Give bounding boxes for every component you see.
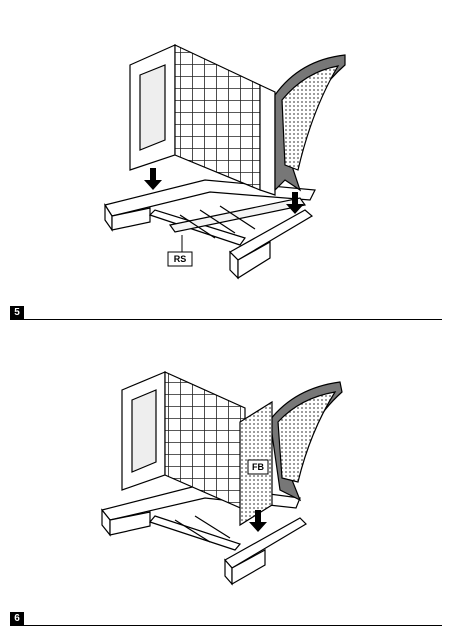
base-frame [100, 484, 307, 586]
divider [24, 319, 442, 320]
base-frame [104, 179, 316, 280]
callout-rs-label: RS [174, 254, 187, 264]
assembly-figure-fb: FB [0, 370, 453, 595]
assembly-figure-rs: RS [0, 40, 453, 300]
seat-mesh [274, 54, 346, 192]
divider [24, 625, 442, 626]
callout-fb-label: FB [252, 462, 264, 472]
arrow-icon [144, 168, 304, 214]
seat-mesh [269, 381, 343, 502]
step-number: 6 [10, 612, 24, 626]
step-6-header: 6 [10, 612, 442, 626]
step-5-header: 5 [10, 306, 442, 320]
step-number: 5 [10, 306, 24, 320]
chair-illustration-fb: FB [100, 371, 343, 586]
arrow-icon [249, 510, 267, 532]
chair-illustration-rs: RS [104, 44, 346, 280]
backrest-grid [129, 44, 276, 196]
backrest-grid [121, 371, 246, 511]
